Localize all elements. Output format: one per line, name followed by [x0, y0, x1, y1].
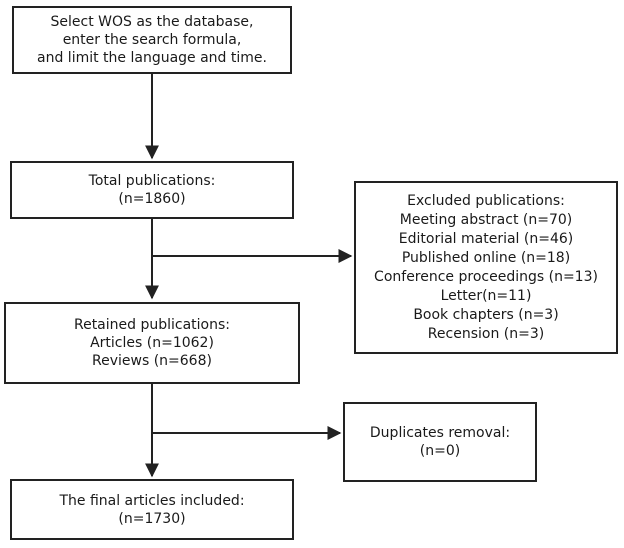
retained-publications-box: Retained publications: Articles (n=1062)… [4, 302, 300, 384]
step-select-line: enter the search formula, [62, 32, 242, 48]
retained-item: Articles (n=1062) [90, 335, 214, 351]
step-select-line: Select WOS as the database, [50, 14, 254, 30]
excluded-item: Editorial material (n=46) [398, 230, 574, 247]
total-publications-box: Total publications: (n=1860) [10, 161, 294, 219]
duplicates-removal-box: Duplicates removal: (n=0) [343, 402, 537, 482]
excluded-item: Meeting abstract (n=70) [399, 211, 573, 228]
excluded-item: Conference proceedings (n=13) [374, 268, 598, 285]
excluded-item: Book chapters (n=3) [413, 306, 559, 323]
step-select-database-box: Select WOS as the database, enter the se… [12, 6, 292, 74]
excluded-item: Recension (n=3) [427, 325, 545, 342]
duplicates-count: (n=0) [419, 443, 461, 459]
total-publications-count: (n=1860) [118, 191, 186, 207]
total-publications-label: Total publications: [88, 173, 216, 189]
excluded-item: Published online (n=18) [401, 249, 571, 266]
excluded-title: Excluded publications: [407, 192, 565, 209]
final-articles-label: The final articles included: [59, 492, 245, 509]
retained-item: Reviews (n=668) [92, 353, 212, 369]
retained-title: Retained publications: [73, 317, 231, 333]
duplicates-title: Duplicates removal: [369, 425, 511, 441]
final-articles-box: The final articles included: (n=1730) [10, 479, 294, 540]
final-articles-count: (n=1730) [118, 510, 186, 527]
excluded-publications-box: Excluded publications: Meeting abstract … [354, 181, 618, 354]
excluded-item: Letter(n=11) [440, 287, 532, 304]
step-select-line: and limit the language and time. [37, 50, 267, 66]
